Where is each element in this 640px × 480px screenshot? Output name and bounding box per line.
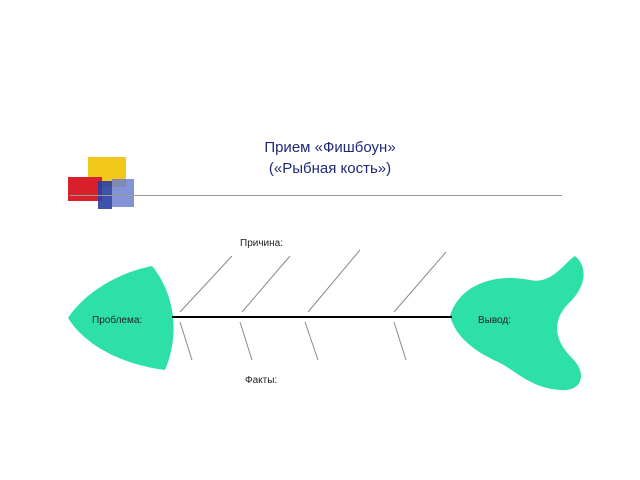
logo-red-square (68, 177, 102, 201)
title-divider (70, 195, 562, 196)
fish-head-shape (68, 266, 174, 370)
title-line-2: («Рыбная кость») (268, 160, 392, 177)
logo-lightblue-square (112, 179, 134, 207)
upper-bone (307, 249, 361, 313)
lower-bone (393, 321, 407, 361)
fish-tail-shape (450, 256, 584, 391)
upper-bone (393, 251, 447, 313)
title-line-1: Прием «Фишбоун» (264, 139, 396, 156)
lower-bone (304, 321, 319, 361)
slide-title: Прием «Фишбоун» («Рыбная кость») (200, 137, 460, 179)
head-label: Проблема: (92, 314, 142, 326)
tail-label: Вывод: (478, 315, 511, 326)
facts-label: Факты: (245, 375, 277, 386)
lower-bone (179, 321, 193, 361)
upper-bone (179, 255, 233, 313)
lower-bone (239, 321, 253, 361)
cause-label: Причина: (240, 238, 283, 249)
upper-bone (241, 255, 291, 313)
